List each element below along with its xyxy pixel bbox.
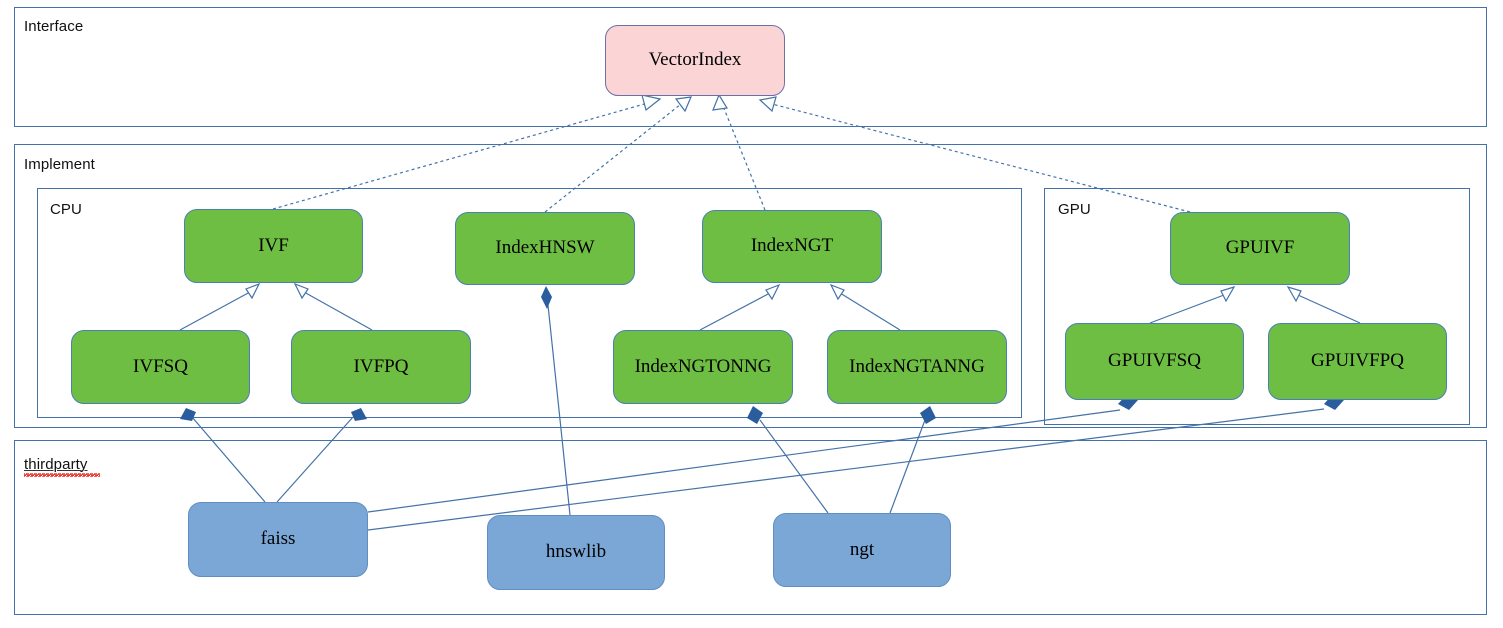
node-ivfpq-label: IVFPQ (353, 355, 409, 377)
node-indexngt[interactable]: IndexNGT (702, 210, 882, 283)
group-thirdparty-label: thirdparty (24, 456, 88, 473)
node-ngt[interactable]: ngt (773, 513, 951, 587)
node-gpuivfsq-label: GPUIVFSQ (1108, 350, 1201, 372)
node-gpuivfpq[interactable]: GPUIVFPQ (1268, 323, 1447, 400)
node-gpuivf-label: GPUIVF (1225, 237, 1295, 259)
node-indexngtonng[interactable]: IndexNGTONNG (613, 330, 793, 404)
node-indexngtonng-label: IndexNGTONNG (634, 355, 772, 377)
node-indexngtanng[interactable]: IndexNGTANNG (827, 330, 1007, 404)
node-indexngtanng-label: IndexNGTANNG (849, 355, 985, 377)
node-faiss[interactable]: faiss (188, 502, 368, 577)
node-hnswlib-label: hnswlib (545, 541, 607, 563)
group-gpu-label: GPU (1058, 201, 1091, 218)
node-ivfsq-label: IVFSQ (133, 355, 188, 377)
node-indexngt-label: IndexNGT (750, 235, 834, 257)
node-gpuivf[interactable]: GPUIVF (1170, 212, 1350, 285)
node-hnswlib[interactable]: hnswlib (487, 515, 665, 590)
node-gpuivfsq[interactable]: GPUIVFSQ (1065, 323, 1244, 400)
node-ivf-label: IVF (258, 234, 289, 256)
node-ivf[interactable]: IVF (184, 209, 363, 283)
spellcheck-underline-icon (24, 473, 100, 477)
group-interface-label: Interface (24, 18, 84, 35)
node-ivfsq[interactable]: IVFSQ (71, 330, 250, 404)
node-indexhnsw[interactable]: IndexHNSW (455, 212, 635, 285)
node-indexhnsw-label: IndexHNSW (495, 237, 595, 259)
node-ngt-label: ngt (849, 538, 875, 560)
node-faiss-label: faiss (260, 528, 296, 550)
group-cpu-label: CPU (50, 201, 82, 218)
group-implement-label: Implement (24, 156, 95, 173)
node-vectorindex-label: VectorIndex (648, 49, 742, 71)
node-vectorindex[interactable]: VectorIndex (605, 25, 785, 96)
node-ivfpq[interactable]: IVFPQ (291, 330, 471, 404)
node-gpuivfpq-label: GPUIVFPQ (1311, 350, 1404, 372)
